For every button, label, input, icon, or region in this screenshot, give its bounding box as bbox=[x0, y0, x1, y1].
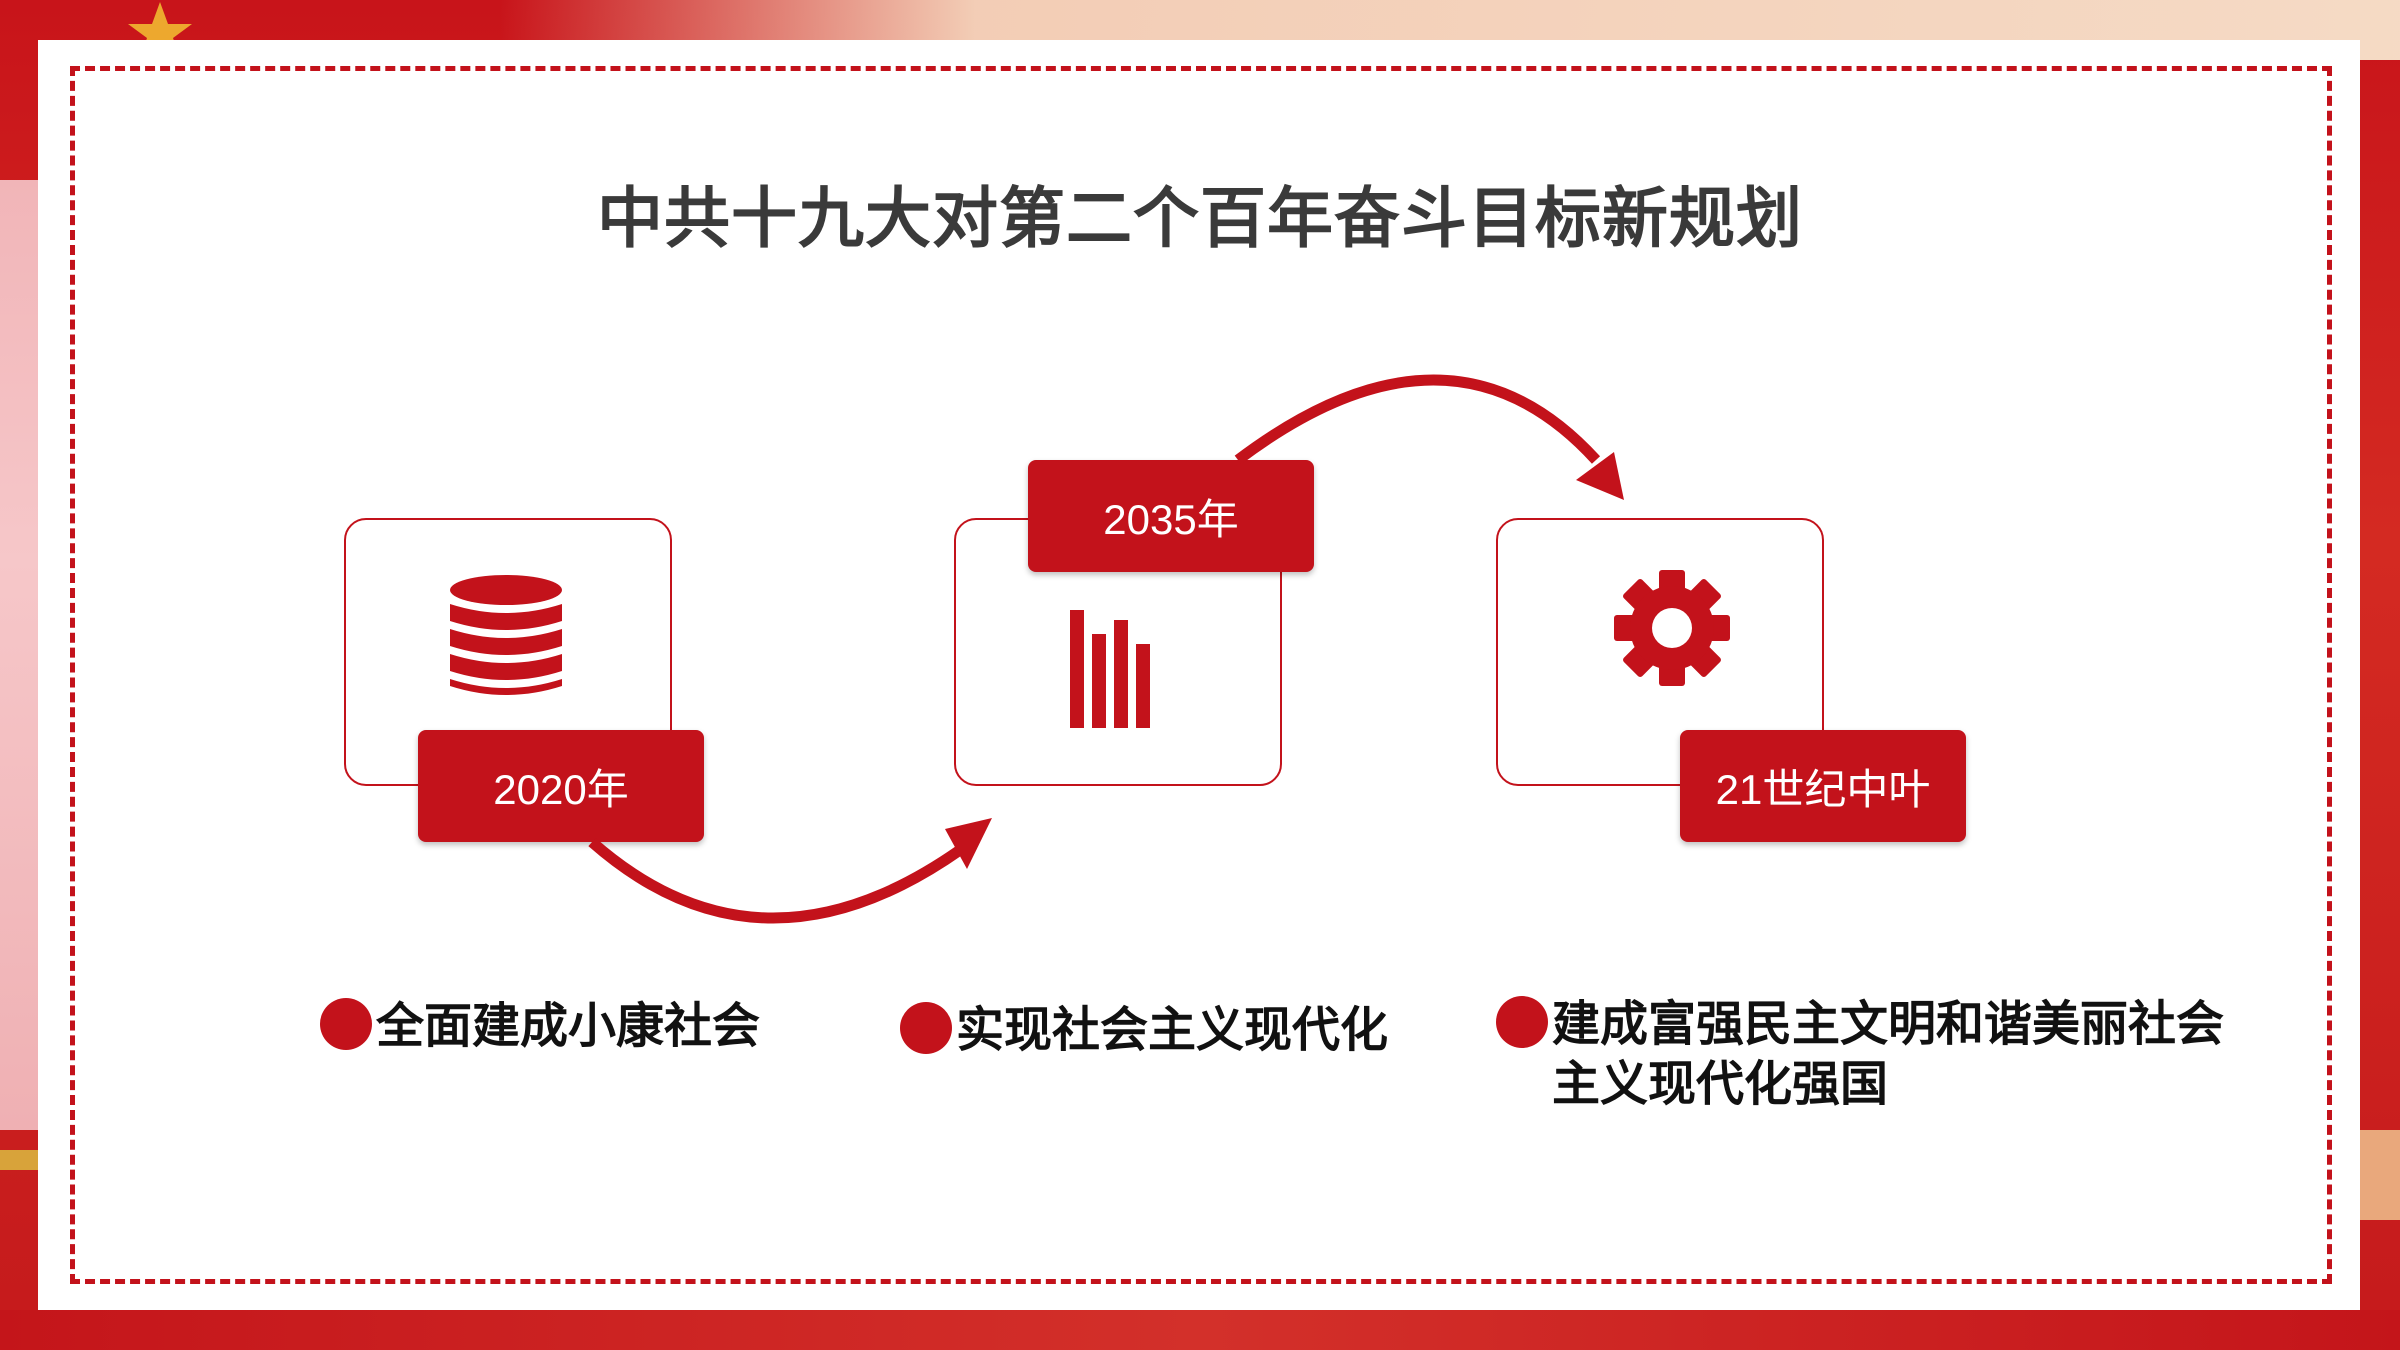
stage-tag-2035: 2035年 bbox=[1028, 460, 1314, 572]
dashed-frame bbox=[70, 66, 2332, 1284]
arrow-2035-to-mid-century bbox=[1234, 374, 1601, 465]
bar-chart-icon bbox=[1070, 610, 1150, 728]
goal-text-2035: 实现社会主义现代化 bbox=[956, 1002, 1389, 1058]
bullet-dot bbox=[1496, 996, 1548, 1048]
gear-icon bbox=[1614, 570, 1730, 686]
bullet-dot bbox=[320, 998, 372, 1050]
bullet-dot bbox=[900, 1002, 952, 1054]
goal-text-2020: 全面建成小康社会 bbox=[376, 998, 761, 1054]
decorative-backdrop-bottom bbox=[0, 1310, 2400, 1350]
database-icon bbox=[450, 575, 562, 695]
goal-line-1: 建成富强民主文明和谐美丽社会 bbox=[1552, 996, 2225, 1052]
decorative-backdrop-right bbox=[2360, 1130, 2400, 1220]
stage-tag-2020: 2020年 bbox=[418, 730, 704, 842]
arrow-head-mid-century bbox=[1576, 452, 1624, 500]
star-icon bbox=[128, 2, 192, 58]
goal-line-2: 主义现代化强国 bbox=[1552, 1056, 1889, 1112]
goal-2020: 全面建成小康社会 bbox=[320, 996, 760, 1056]
stage-tag-mid-century: 21世纪中叶 bbox=[1680, 730, 1966, 842]
arrow-2020-to-2035 bbox=[588, 837, 964, 924]
goal-mid-century: 建成富强民主文明和谐美丽社会 主义现代化强国 bbox=[1496, 994, 2224, 1114]
goal-text-mid-century: 建成富强民主文明和谐美丽社会 主义现代化强国 bbox=[1552, 994, 2224, 1114]
goal-2035: 实现社会主义现代化 bbox=[900, 1000, 1388, 1060]
page-title: 中共十九大对第二个百年奋斗目标新规划 bbox=[597, 180, 1803, 257]
arrow-head-2035 bbox=[945, 818, 992, 869]
